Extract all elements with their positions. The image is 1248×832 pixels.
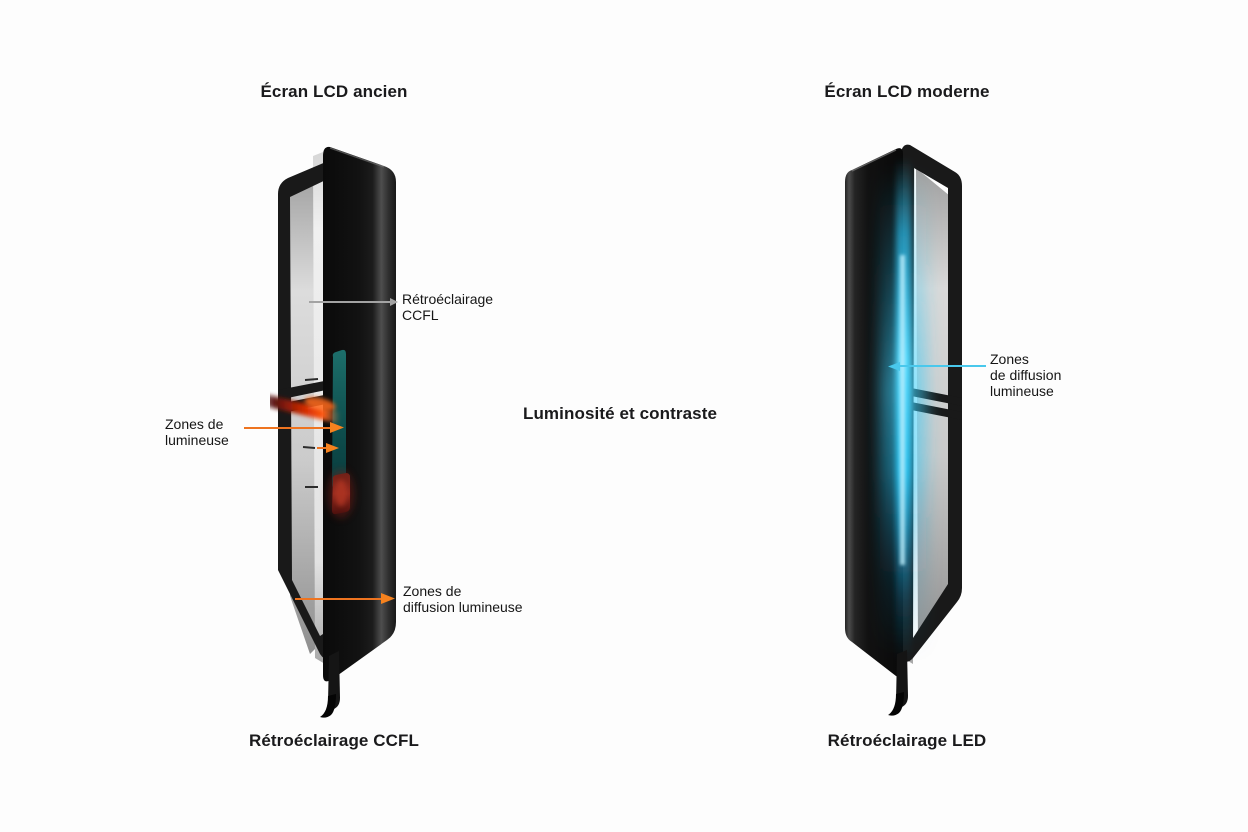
leader-line (295, 598, 382, 600)
right-footer-caption: Rétroéclairage LED (827, 731, 987, 750)
ccfl-glow-streak (270, 395, 340, 424)
backlight-module (323, 146, 396, 682)
leader-line-short (317, 447, 327, 449)
ccfl-hot-core (335, 480, 347, 506)
arrowhead-icon (390, 298, 398, 306)
led-glow-hotline (900, 255, 905, 565)
arrowhead-icon (326, 443, 339, 453)
light-zones-label: Zones de lumineuse (165, 416, 229, 448)
backlight-ccfl-label: Rétroéclairage CCFL (402, 291, 494, 323)
left-screen-title: Écran LCD ancien (260, 82, 408, 101)
old-lcd-illustration (270, 146, 396, 718)
ccfl-glow-core (304, 397, 336, 411)
module-top-highlight (851, 149, 897, 172)
arrowhead-icon (888, 362, 900, 371)
leader-line (899, 365, 986, 367)
stand-foot (888, 692, 904, 716)
diffusion-zones-right-label: Zones de diffusion lumineuse (990, 351, 1062, 399)
center-caption: Luminosité et contraste (522, 404, 718, 423)
left-footer-caption: Rétroéclairage CCFL (248, 731, 420, 750)
modern-lcd-illustration (845, 144, 962, 716)
stand-stem (896, 650, 908, 708)
stand-stem (328, 651, 340, 710)
stand-foot (320, 694, 336, 718)
leader-line (244, 427, 331, 429)
right-screen-title: Écran LCD moderne (824, 82, 990, 101)
diffusion-zones-left-label: Zones de diffusion lumineuse (403, 583, 523, 615)
arrowhead-icon (381, 593, 395, 604)
arrowhead-icon (330, 422, 344, 433)
leader-line (309, 301, 390, 303)
measure-ticks (302, 378, 319, 488)
module-top-highlight (329, 147, 385, 168)
